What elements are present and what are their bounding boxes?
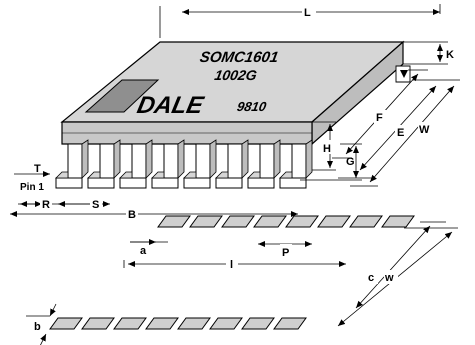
dim-label-K: K bbox=[446, 49, 454, 61]
footprint-pads-bottom-row bbox=[49, 317, 307, 330]
pin1-label: Pin 1 bbox=[20, 182, 44, 193]
bottom-pad-7 bbox=[241, 317, 275, 330]
bottom-pad-3 bbox=[113, 317, 147, 330]
dim-label-R: R bbox=[42, 199, 50, 211]
lead-7 bbox=[247, 139, 281, 189]
dim-label-G: G bbox=[346, 156, 355, 168]
dim-label-W: W bbox=[419, 124, 430, 136]
P-label-bg bbox=[280, 244, 292, 258]
front-leads bbox=[55, 139, 313, 189]
l-label-bg bbox=[226, 256, 238, 270]
top-pad-4 bbox=[253, 215, 287, 228]
lead-6 bbox=[215, 139, 249, 189]
dim-label-S: S bbox=[92, 199, 99, 211]
marking-line1: SOMC1601 bbox=[198, 49, 279, 66]
dim-label-P: P bbox=[282, 247, 289, 259]
w-label-bg bbox=[384, 270, 398, 284]
c-label-bg bbox=[366, 270, 378, 284]
dim-label-E: E bbox=[397, 127, 404, 139]
top-pad-1 bbox=[157, 215, 191, 228]
marking-line2: 1002G bbox=[213, 67, 258, 83]
b-dimension-arrow-bottom bbox=[40, 333, 47, 345]
c-dimension-line bbox=[355, 225, 431, 309]
H-label-bg bbox=[321, 140, 335, 154]
lead-1 bbox=[55, 139, 89, 189]
lead-2 bbox=[87, 139, 121, 189]
dim-label-H: H bbox=[323, 143, 331, 155]
bottom-pad-2 bbox=[81, 317, 115, 330]
top-pad-2 bbox=[189, 215, 223, 228]
dim-label-l: l bbox=[230, 259, 233, 271]
dim-label-w: w bbox=[384, 272, 394, 284]
brand-logo: DALE bbox=[135, 92, 207, 119]
W-label-bg bbox=[418, 122, 432, 136]
footprint-pads-top-row bbox=[157, 215, 415, 228]
top-pad-7 bbox=[349, 215, 383, 228]
lead-3 bbox=[119, 139, 153, 189]
bottom-pad-5 bbox=[177, 317, 211, 330]
bottom-pad-8 bbox=[273, 317, 307, 330]
L-label-bg bbox=[302, 4, 316, 18]
F-label-bg bbox=[374, 110, 386, 124]
dim-label-T: T bbox=[34, 163, 41, 175]
R-label-bg bbox=[40, 196, 52, 210]
back-leads bbox=[395, 65, 411, 83]
dim-label-c: c bbox=[368, 272, 374, 284]
top-pad-6 bbox=[317, 215, 351, 228]
top-pad-5 bbox=[285, 215, 319, 228]
lead-4 bbox=[151, 139, 185, 189]
b-dimension-arrow-top bbox=[49, 303, 57, 317]
S-label-bg bbox=[90, 196, 102, 210]
W-dimension-line bbox=[369, 85, 455, 183]
E-label-bg bbox=[395, 125, 407, 139]
lead-8 bbox=[279, 139, 313, 189]
lead-5 bbox=[183, 139, 217, 189]
dim-label-B: B bbox=[128, 209, 136, 221]
dim-label-b: b bbox=[34, 321, 41, 333]
dim-label-a: a bbox=[140, 245, 147, 257]
bottom-pad-4 bbox=[145, 317, 179, 330]
top-pad-3 bbox=[221, 215, 255, 228]
dim-label-F: F bbox=[376, 112, 383, 124]
date-code: 9810 bbox=[236, 99, 268, 114]
top-pad-8 bbox=[381, 215, 415, 228]
bottom-pad-1 bbox=[49, 317, 83, 330]
logo-block bbox=[84, 79, 160, 113]
bottom-pad-6 bbox=[209, 317, 243, 330]
depth-dimension-group: F E W bbox=[332, 69, 460, 187]
B-label-bg bbox=[126, 206, 138, 220]
dim-label-L: L bbox=[304, 7, 311, 19]
